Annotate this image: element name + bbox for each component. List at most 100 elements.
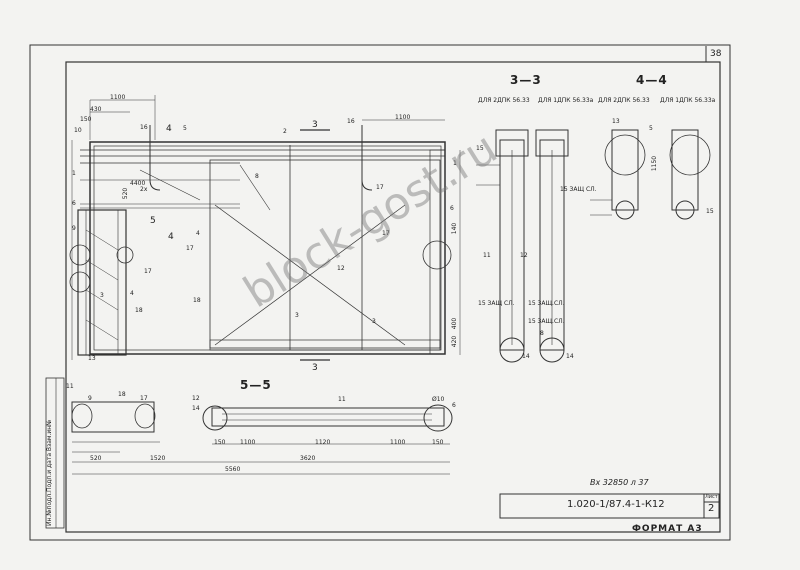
mark-12: 12 <box>520 252 528 259</box>
lifting-hook <box>361 125 373 191</box>
mark-14: 14 <box>522 353 530 360</box>
section-4-4-drawing <box>590 129 711 220</box>
dim-520-left: 520 <box>90 455 102 462</box>
detail-circle <box>116 246 134 264</box>
mark-16: 16 <box>140 124 148 131</box>
dim-1100-top: 1100 <box>110 94 126 101</box>
dim-1520: 1520 <box>150 455 166 462</box>
outer-frame <box>29 44 731 541</box>
diagonal <box>139 169 201 201</box>
mark-17: 17 <box>140 395 148 402</box>
section-web <box>499 139 525 351</box>
mark-9: 9 <box>88 395 92 402</box>
diagonal <box>239 164 271 211</box>
mark-13: 13 <box>612 118 620 125</box>
mark-12: 12 <box>337 265 345 272</box>
mark-5: 5 <box>649 125 653 132</box>
section-web <box>611 129 639 211</box>
detail-ellipse <box>134 403 156 429</box>
section-web <box>539 139 565 351</box>
section-3-3-sub-2dpk: ДЛЯ 2ДПК 56.33 <box>478 97 530 104</box>
mark-15: 15 <box>706 208 714 215</box>
dim-1100-a: 1100 <box>240 439 256 446</box>
diagonal <box>214 204 406 346</box>
mark-6: 6 <box>72 200 76 207</box>
section-4-4-sub-2dpk: ДЛЯ 2ДПК 56.33 <box>598 97 650 104</box>
document-code: 1.020-1/87.4-1-К12 <box>567 499 665 510</box>
sheet-header: Лист <box>705 494 718 500</box>
mark-18: 18 <box>135 307 143 314</box>
left-binding-stamp <box>45 377 65 529</box>
detail-circle <box>422 240 452 270</box>
mark-1: 1 <box>72 170 76 177</box>
mark-8: 8 <box>255 173 259 180</box>
mark-3: 3 <box>100 292 104 299</box>
section-3-3-drawing <box>476 129 569 363</box>
mark-8: 8 <box>540 330 544 337</box>
panel-inner-outline <box>93 145 442 351</box>
left-stamp-text: Ин.№подл.Подп.и дата Взам.ин№ <box>46 419 53 526</box>
bar-diameter-note: Ø10 <box>432 396 445 403</box>
mark-14: 14 <box>566 353 574 360</box>
mark-13: 13 <box>88 355 96 362</box>
section-mark-3: 3 <box>312 120 318 130</box>
inventory-note: Вх 32850 л 37 <box>590 478 649 487</box>
section-mark-4: 4 <box>168 232 174 242</box>
cover-note-3: 15 ЗАЩ.СЛ. <box>528 318 565 325</box>
mark-9: 9 <box>72 225 76 232</box>
dim-150-top: 150 <box>80 116 92 123</box>
mark-6: 6 <box>450 205 454 212</box>
mark-17: 17 <box>144 268 152 275</box>
mark-14: 14 <box>192 405 200 412</box>
inner-frame <box>65 61 721 533</box>
mark-10: 10 <box>74 127 82 134</box>
detail-circle <box>669 134 711 176</box>
dim-1120: 1120 <box>315 439 331 446</box>
mark-1: 1 <box>453 160 457 167</box>
mark-18: 18 <box>193 297 201 304</box>
mark-4: 4 <box>196 230 200 237</box>
stirrups <box>85 229 119 341</box>
column-outline <box>77 209 127 356</box>
dim-520-side: 520 <box>122 187 130 200</box>
bottom-strip <box>209 339 441 351</box>
cover-note-2: 15 ЗАЩ.СЛ. <box>528 300 565 307</box>
dim-420: 420 <box>451 335 459 348</box>
panel-elevation <box>80 95 461 361</box>
mark-3: 3 <box>295 312 299 319</box>
mark-5: 5 <box>183 125 187 132</box>
mark-4: 4 <box>130 290 134 297</box>
section-3-3-title: 3—3 <box>510 73 542 87</box>
section-mark-3: 3 <box>312 363 318 373</box>
opening <box>209 159 441 349</box>
rebar-circle <box>615 200 635 220</box>
section-4-4-sub-1dpk: ДЛЯ 1ДПК 56.33а <box>660 97 716 104</box>
detail-circle <box>69 244 91 266</box>
section-3-3-sub-1dpk: ДЛЯ 1ДПК 56.33а <box>538 97 594 104</box>
detail-ellipse <box>423 404 453 432</box>
detail-ellipse <box>202 405 228 431</box>
right-column <box>429 149 446 355</box>
cover-note-1: 15 ЗАЩ СЛ. <box>478 300 515 307</box>
mark-17: 17 <box>376 184 384 191</box>
rebar-circle <box>675 200 695 220</box>
dim-150-b: 150 <box>214 439 226 446</box>
dim-400: 400 <box>451 317 459 330</box>
mark-3: 3 <box>372 318 376 325</box>
section-mark-4: 4 <box>166 124 172 134</box>
mark-12: 12 <box>192 395 200 402</box>
dim-150-c: 150 <box>432 439 444 446</box>
dim-430: 430 <box>90 106 102 113</box>
mark-2: 2 <box>283 128 287 135</box>
mark-17: 17 <box>382 230 390 237</box>
dim-140: 140 <box>451 222 459 235</box>
dim-4400: 4400 <box>130 180 146 187</box>
section-mark-5: 5 <box>150 216 156 226</box>
sheet-number: 2 <box>708 503 715 514</box>
cover-note-4: 15 ЗАЩ СЛ. <box>560 186 597 193</box>
mark-16: 16 <box>347 118 355 125</box>
page-number: 38 <box>710 49 722 59</box>
left-column-elevation <box>69 140 134 360</box>
section-beam <box>211 407 445 427</box>
